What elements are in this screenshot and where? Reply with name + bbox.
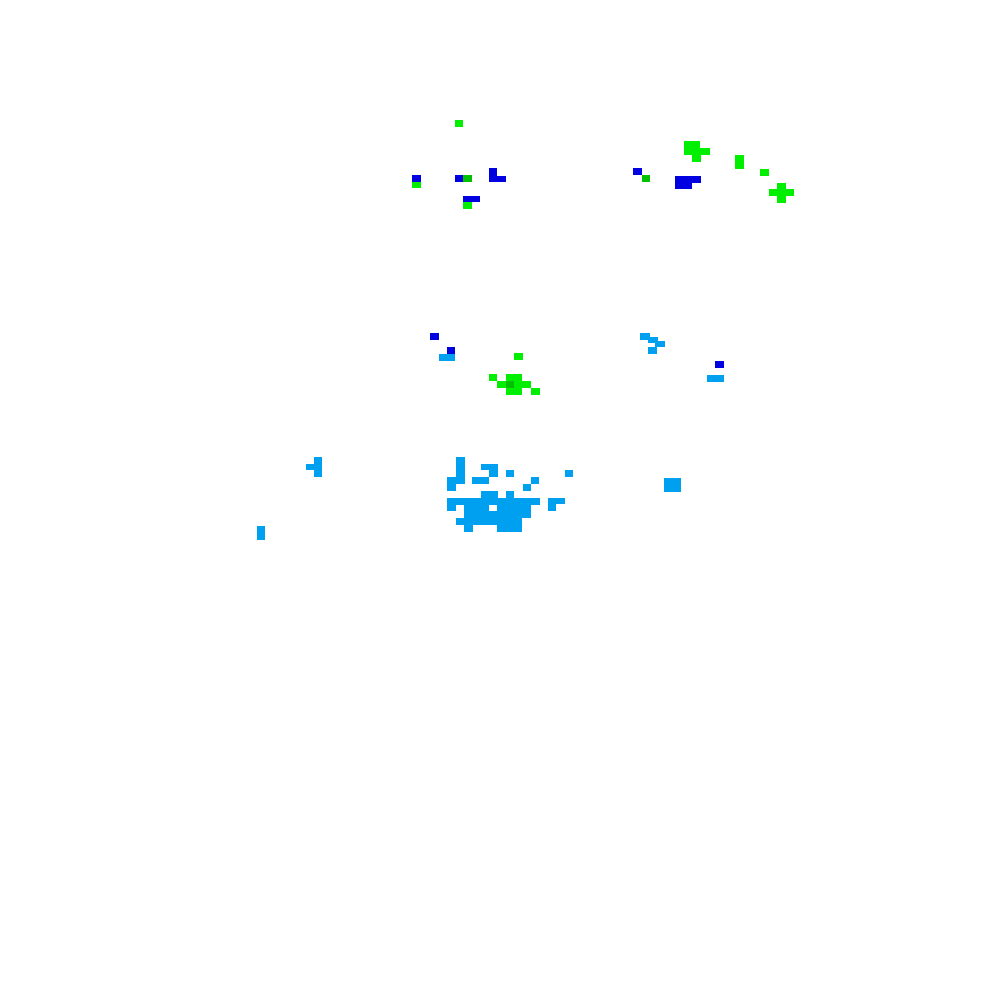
light-blue-pixel bbox=[257, 526, 265, 540]
blue-pixel bbox=[675, 183, 692, 189]
green-pixel bbox=[506, 388, 522, 395]
light-blue-pixel bbox=[548, 498, 565, 504]
light-blue-pixel bbox=[481, 464, 498, 470]
blue-pixel bbox=[455, 175, 464, 182]
blue-pixel bbox=[489, 168, 497, 176]
green-pixel bbox=[760, 169, 769, 176]
light-blue-pixel bbox=[489, 470, 498, 477]
dark-green-pixel bbox=[463, 175, 472, 182]
blue-pixel bbox=[489, 176, 506, 182]
light-blue-pixel bbox=[456, 457, 465, 484]
green-pixel bbox=[700, 148, 710, 155]
light-blue-pixel bbox=[497, 525, 522, 532]
dark-green-pixel bbox=[506, 381, 514, 388]
light-blue-pixel bbox=[464, 505, 489, 511]
dark-green-pixel bbox=[642, 175, 650, 182]
light-blue-pixel bbox=[707, 375, 724, 382]
light-blue-pixel bbox=[497, 505, 531, 511]
green-pixel bbox=[692, 155, 701, 162]
green-pixel bbox=[735, 155, 744, 169]
light-blue-pixel bbox=[464, 525, 473, 532]
light-blue-pixel bbox=[506, 491, 514, 498]
light-blue-pixel bbox=[439, 354, 455, 361]
light-blue-pixel bbox=[472, 477, 489, 484]
green-pixel bbox=[412, 182, 421, 188]
middle-left-cluster bbox=[430, 333, 540, 395]
blue-pixel bbox=[447, 347, 455, 354]
blue-pixel bbox=[463, 196, 480, 202]
light-blue-pixel bbox=[523, 484, 531, 491]
light-blue-pixel bbox=[481, 491, 498, 498]
blue-pixel bbox=[633, 168, 642, 175]
blue-pixel bbox=[412, 175, 421, 182]
light-blue-pixel bbox=[648, 347, 657, 354]
green-pixel bbox=[684, 141, 700, 155]
green-pixel bbox=[455, 120, 463, 127]
middle-right-cluster bbox=[640, 333, 724, 382]
light-blue-pixel bbox=[447, 477, 456, 491]
green-pixel bbox=[463, 202, 472, 209]
upper-left-cluster bbox=[412, 120, 506, 209]
light-blue-pixel bbox=[565, 470, 573, 477]
light-blue-pixel bbox=[655, 341, 665, 347]
light-blue-pixel bbox=[447, 498, 540, 505]
light-blue-pixel bbox=[548, 504, 556, 511]
green-pixel bbox=[769, 189, 794, 196]
light-blue-pixel bbox=[640, 333, 650, 340]
light-blue-pixel bbox=[464, 511, 531, 518]
light-blue-pixel bbox=[648, 337, 658, 343]
green-pixel bbox=[489, 374, 497, 381]
blue-pixel bbox=[430, 333, 439, 340]
upper-right-cluster bbox=[633, 141, 794, 203]
green-pixel bbox=[506, 374, 522, 381]
blue-pixel bbox=[715, 361, 724, 368]
light-blue-pixel bbox=[506, 470, 514, 477]
blue-pixel bbox=[675, 176, 701, 183]
light-blue-pixel bbox=[447, 505, 456, 511]
green-pixel bbox=[514, 353, 523, 360]
light-blue-pixel bbox=[664, 478, 681, 492]
light-blue-pixel bbox=[306, 464, 322, 470]
lower-cluster bbox=[257, 457, 681, 540]
light-blue-pixel bbox=[531, 477, 539, 484]
green-pixel bbox=[531, 388, 540, 395]
light-blue-pixel bbox=[456, 518, 522, 525]
